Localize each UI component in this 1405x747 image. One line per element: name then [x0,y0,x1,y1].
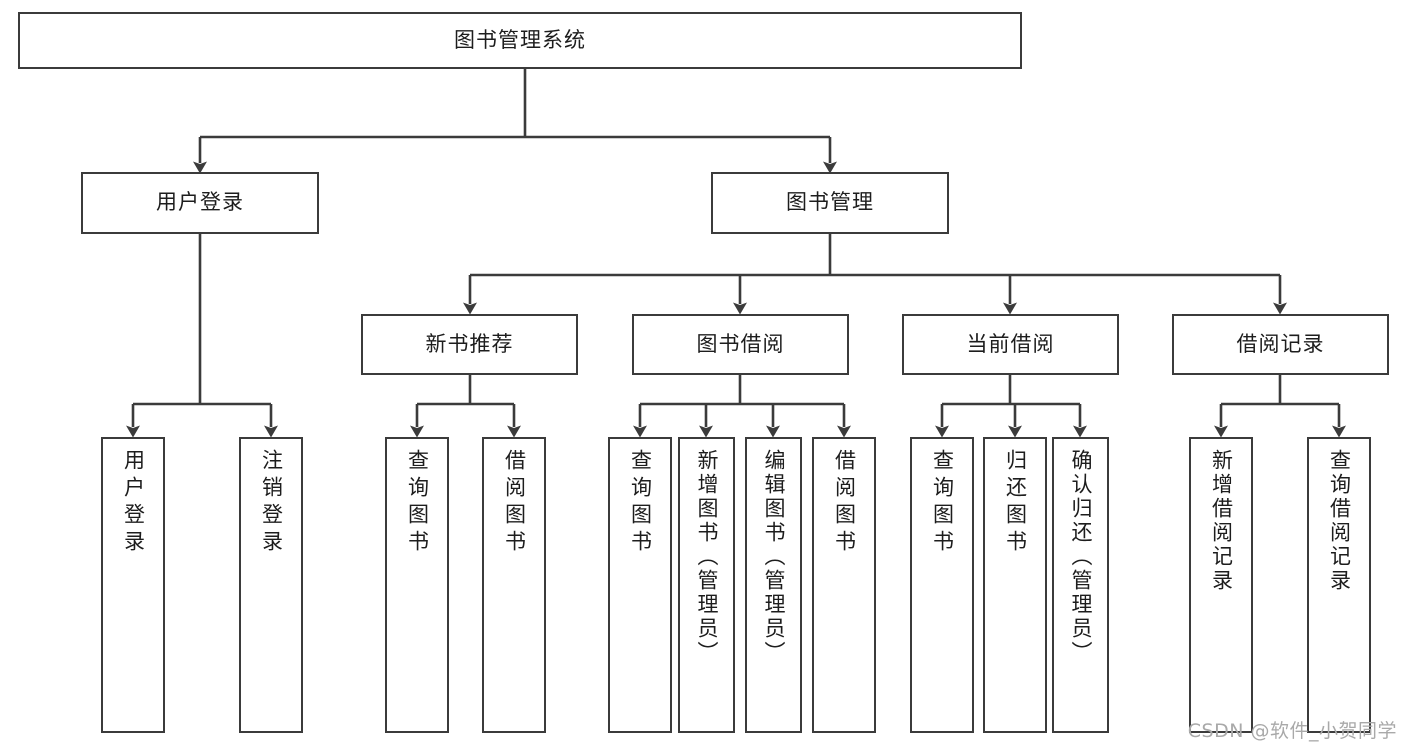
leaf-query-book-recommend[interactable]: 查询图书 [385,437,449,733]
node-book-management[interactable]: 图书管理 [711,172,949,234]
node-book-borrow-label: 图书借阅 [696,331,785,356]
node-borrow-record-label: 借阅记录 [1236,331,1325,356]
node-book-borrow[interactable]: 图书借阅 [632,314,849,375]
leaf-logout[interactable]: 注销登录 [239,437,303,733]
leaf-query-borrow-record[interactable]: 查询借阅记录 [1307,437,1371,733]
leaf-confirm-return-admin[interactable]: 确认归还（管理员） [1052,437,1109,733]
leaf-label: 新增借阅记录 [1209,449,1234,593]
leaf-query-book-current[interactable]: 查询图书 [910,437,974,733]
leaf-borrow-book[interactable]: 借阅图书 [812,437,876,733]
leaf-add-borrow-record[interactable]: 新增借阅记录 [1189,437,1253,733]
node-book-management-label: 图书管理 [786,190,874,215]
leaf-label: 查询图书 [405,449,430,557]
node-root[interactable]: 图书管理系统 [18,12,1022,69]
leaf-label: 归还图书 [1003,449,1028,557]
leaf-user-login[interactable]: 用户登录 [101,437,165,733]
leaf-label: 注销登录 [259,449,284,557]
leaf-label: 查询借阅记录 [1327,449,1352,593]
watermark: CSDN @软件_小贺同学 [1187,720,1397,742]
node-current-borrow[interactable]: 当前借阅 [902,314,1119,375]
leaf-edit-book-admin[interactable]: 编辑图书（管理员） [745,437,802,733]
leaf-label: 用户登录 [121,449,146,557]
node-current-borrow-label: 当前借阅 [966,331,1055,356]
node-new-book-recommend[interactable]: 新书推荐 [361,314,578,375]
leaf-label: 确认归还（管理员） [1069,449,1093,665]
node-user-login[interactable]: 用户登录 [81,172,319,234]
leaf-return-book[interactable]: 归还图书 [983,437,1047,733]
leaf-borrow-book-recommend[interactable]: 借阅图书 [482,437,546,733]
leaf-label: 查询图书 [628,449,653,557]
leaf-add-book-admin[interactable]: 新增图书（管理员） [678,437,735,733]
leaf-query-book-borrow[interactable]: 查询图书 [608,437,672,733]
leaf-label: 查询图书 [930,449,955,557]
leaf-label: 编辑图书（管理员） [762,449,786,665]
node-new-book-recommend-label: 新书推荐 [425,331,514,356]
node-user-login-label: 用户登录 [156,190,244,215]
leaf-label: 借阅图书 [502,449,527,557]
node-root-label: 图书管理系统 [454,27,586,52]
node-borrow-record[interactable]: 借阅记录 [1172,314,1389,375]
leaf-label: 借阅图书 [832,449,857,557]
leaf-label: 新增图书（管理员） [695,449,719,665]
